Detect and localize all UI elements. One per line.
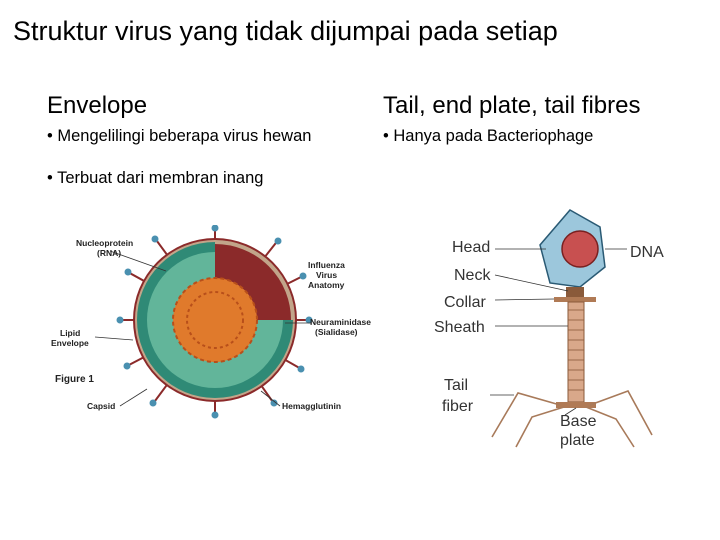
label-tail-1: Tail [444,377,468,394]
envelope-bullet-1: • Mengelilingi beberapa virus hewan [47,127,312,145]
label-neuraminidase: Neuraminidase [310,317,371,327]
influenza-virus-figure: Nucleoprotein (RNA) Influenza Virus Anat… [51,225,371,419]
label-collar: Collar [444,294,486,311]
phage-base-plate [556,402,596,408]
label-nucleoprotein: Nucleoprotein [76,238,133,248]
label-envelope: Envelope [51,338,89,348]
label-lipid: Lipid [60,328,80,338]
tail-bullet-1: • Hanya pada Bacteriophage [383,127,594,145]
label-base-2: plate [560,432,595,449]
phage-collar [554,297,596,302]
spike-heads [116,225,313,419]
tail-heading: Tail, end plate, tail fibres [383,92,641,119]
label-hemagglutinin: Hemagglutinin [282,401,341,411]
rna-strands [172,277,258,363]
rna-strands-inner [186,291,244,349]
label-base-1: Base [560,413,597,430]
label-head: Head [452,239,490,256]
slide-title: Struktur virus yang tidak dijumpai pada … [13,16,558,46]
sheath-rings [568,309,584,391]
label-figure-number: Figure 1 [55,374,94,385]
label-sheath: Sheath [434,319,485,336]
label-tail-2: fiber [442,398,474,415]
label-influenza-2: Virus [316,270,337,280]
phage-tail-fibers [491,390,653,448]
envelope-heading: Envelope [47,92,148,119]
label-sialidase: (Sialidase) [315,327,358,337]
label-neck: Neck [454,267,491,284]
phage-sheath [567,301,585,403]
label-dna: DNA [630,244,664,261]
label-capsid: Capsid [87,401,115,411]
phage-dna [561,230,599,268]
label-rna: (RNA) [97,248,121,258]
label-influenza-1: Influenza [308,260,345,270]
bacteriophage-figure: Head DNA Neck Collar Sheath Tail fiber B… [434,209,664,449]
phage-neck [566,287,584,297]
rna-core [173,278,257,362]
label-influenza-3: Anatomy [308,280,345,290]
envelope-bullet-2: • Terbuat dari membran inang [47,169,264,187]
